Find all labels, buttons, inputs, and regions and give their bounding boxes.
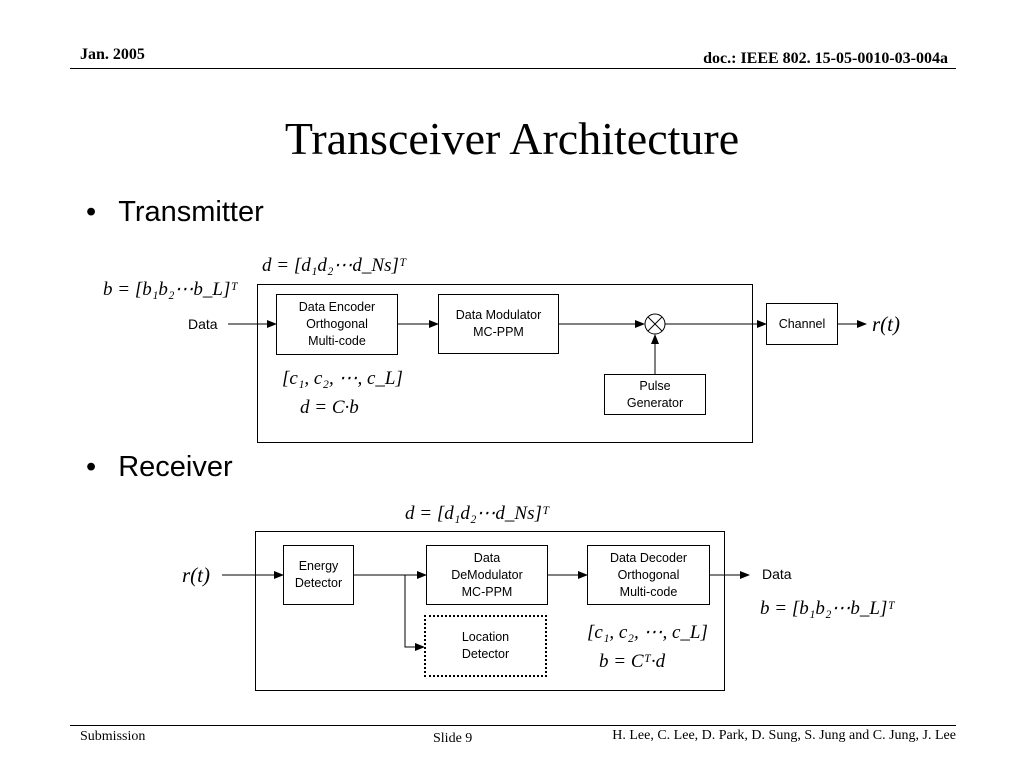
tx-eq-d-cb-text: d = C·b xyxy=(300,397,359,418)
pulse-generator-block: Pulse Generator xyxy=(604,374,706,415)
footer-rule xyxy=(70,725,956,726)
bullet-transmitter-label: Transmitter xyxy=(118,196,264,228)
rx-input-rt-text: r(t) xyxy=(182,563,210,587)
data-modulator-line-2: MC-PPM xyxy=(473,325,524,339)
footer-slide-number: Slide 9 xyxy=(433,731,473,746)
data-encoder-line-2: Orthogonal xyxy=(306,317,368,331)
tx-eq-c: [c₁, c₂, ⋯, c_L] xyxy=(282,367,403,390)
header-date: Jan. 2005 xyxy=(80,46,145,63)
data-demodulator-line-2: DeModulator xyxy=(451,567,523,582)
pulse-generator-line-2: Generator xyxy=(626,395,684,410)
tx-eq-c-text: [c₁, c₂, ⋯, c_L] xyxy=(282,368,403,389)
rx-eq-b-ctd: b = Cᵀ·d xyxy=(599,651,665,673)
rx-eq-d: d = [d₁d₂⋯d_Ns]ᵀ xyxy=(405,502,549,525)
energy-detector-line-2: Detector xyxy=(294,576,343,590)
header-doc-id: doc.: IEEE 802. 15-05-0010-03-004a xyxy=(703,50,948,67)
rx-input-rt: r(t) xyxy=(182,563,210,588)
bullet-dot: • xyxy=(86,451,97,483)
bullet-receiver: • Receiver xyxy=(86,451,233,484)
rx-energy-to-location-arrow xyxy=(404,575,425,651)
data-demodulator-line-1: Data xyxy=(473,550,501,565)
slide-title: Transceiver Architecture xyxy=(284,113,740,164)
bullet-transmitter: • Transmitter xyxy=(86,196,264,229)
data-demodulator-line-3: MC-PPM xyxy=(461,584,513,599)
data-encoder-block: Data Encoder Orthogonal Multi-code xyxy=(276,294,398,355)
channel-label: Channel xyxy=(778,316,826,331)
data-decoder-line-3: Multi-code xyxy=(619,584,678,599)
tx-output-rt: r(t) xyxy=(872,312,900,337)
transmitter-frame xyxy=(257,284,753,443)
tx-eq-b-text: b = [b₁b₂⋯b_L]ᵀ xyxy=(103,279,238,300)
data-encoder-line-3: Multi-code xyxy=(308,334,366,348)
rx-eq-b: b = [b₁b₂⋯b_L]ᵀ xyxy=(760,597,895,620)
footer-authors: H. Lee, C. Lee, D. Park, D. Sung, S. Jun… xyxy=(612,728,956,743)
location-detector-block: Location Detector xyxy=(424,615,547,677)
rx-eq-b-ctd-text: b = Cᵀ·d xyxy=(599,651,666,672)
tx-input-label: Data xyxy=(188,316,218,332)
tx-output-rt-text: r(t) xyxy=(872,312,900,336)
receiver-frame xyxy=(255,531,725,691)
bullet-dot: • xyxy=(86,196,97,228)
energy-detector-line-1: Energy xyxy=(298,559,339,573)
pulse-generator-line-1: Pulse xyxy=(639,378,671,393)
data-decoder-line-1: Data Decoder xyxy=(609,550,688,565)
channel-block: Channel xyxy=(766,303,838,345)
header-rule xyxy=(70,68,956,69)
data-modulator-line-1: Data Modulator xyxy=(455,308,542,322)
rx-eq-d-text: d = [d₁d₂⋯d_Ns]ᵀ xyxy=(405,503,550,524)
data-decoder-line-2: Orthogonal xyxy=(617,567,680,582)
data-modulator-block: Data Modulator MC-PPM xyxy=(438,294,559,354)
tx-eq-d-cb: d = C·b xyxy=(300,397,359,419)
footer-submission: Submission xyxy=(80,729,146,744)
rx-eq-b-text: b = [b₁b₂⋯b_L]ᵀ xyxy=(760,598,895,619)
tx-eq-b: b = [b₁b₂⋯b_L]ᵀ xyxy=(103,278,238,301)
rx-eq-c: [c₁, c₂, ⋯, c_L] xyxy=(587,621,708,644)
tx-eq-d-text: d = [d₁d₂⋯d_Ns]ᵀ xyxy=(262,255,407,276)
tx-eq-d: d = [d₁d₂⋯d_Ns]ᵀ xyxy=(262,254,406,277)
location-detector-line-2: Detector xyxy=(461,647,510,661)
rx-output-label: Data xyxy=(762,566,792,582)
location-detector-line-1: Location xyxy=(461,630,510,644)
data-demodulator-block: Data DeModulator MC-PPM xyxy=(426,545,548,605)
data-encoder-line-1: Data Encoder xyxy=(298,300,376,314)
bullet-receiver-label: Receiver xyxy=(118,451,233,483)
energy-detector-block: Energy Detector xyxy=(283,545,354,605)
data-decoder-block: Data Decoder Orthogonal Multi-code xyxy=(587,545,710,605)
rx-eq-c-text: [c₁, c₂, ⋯, c_L] xyxy=(587,622,708,643)
